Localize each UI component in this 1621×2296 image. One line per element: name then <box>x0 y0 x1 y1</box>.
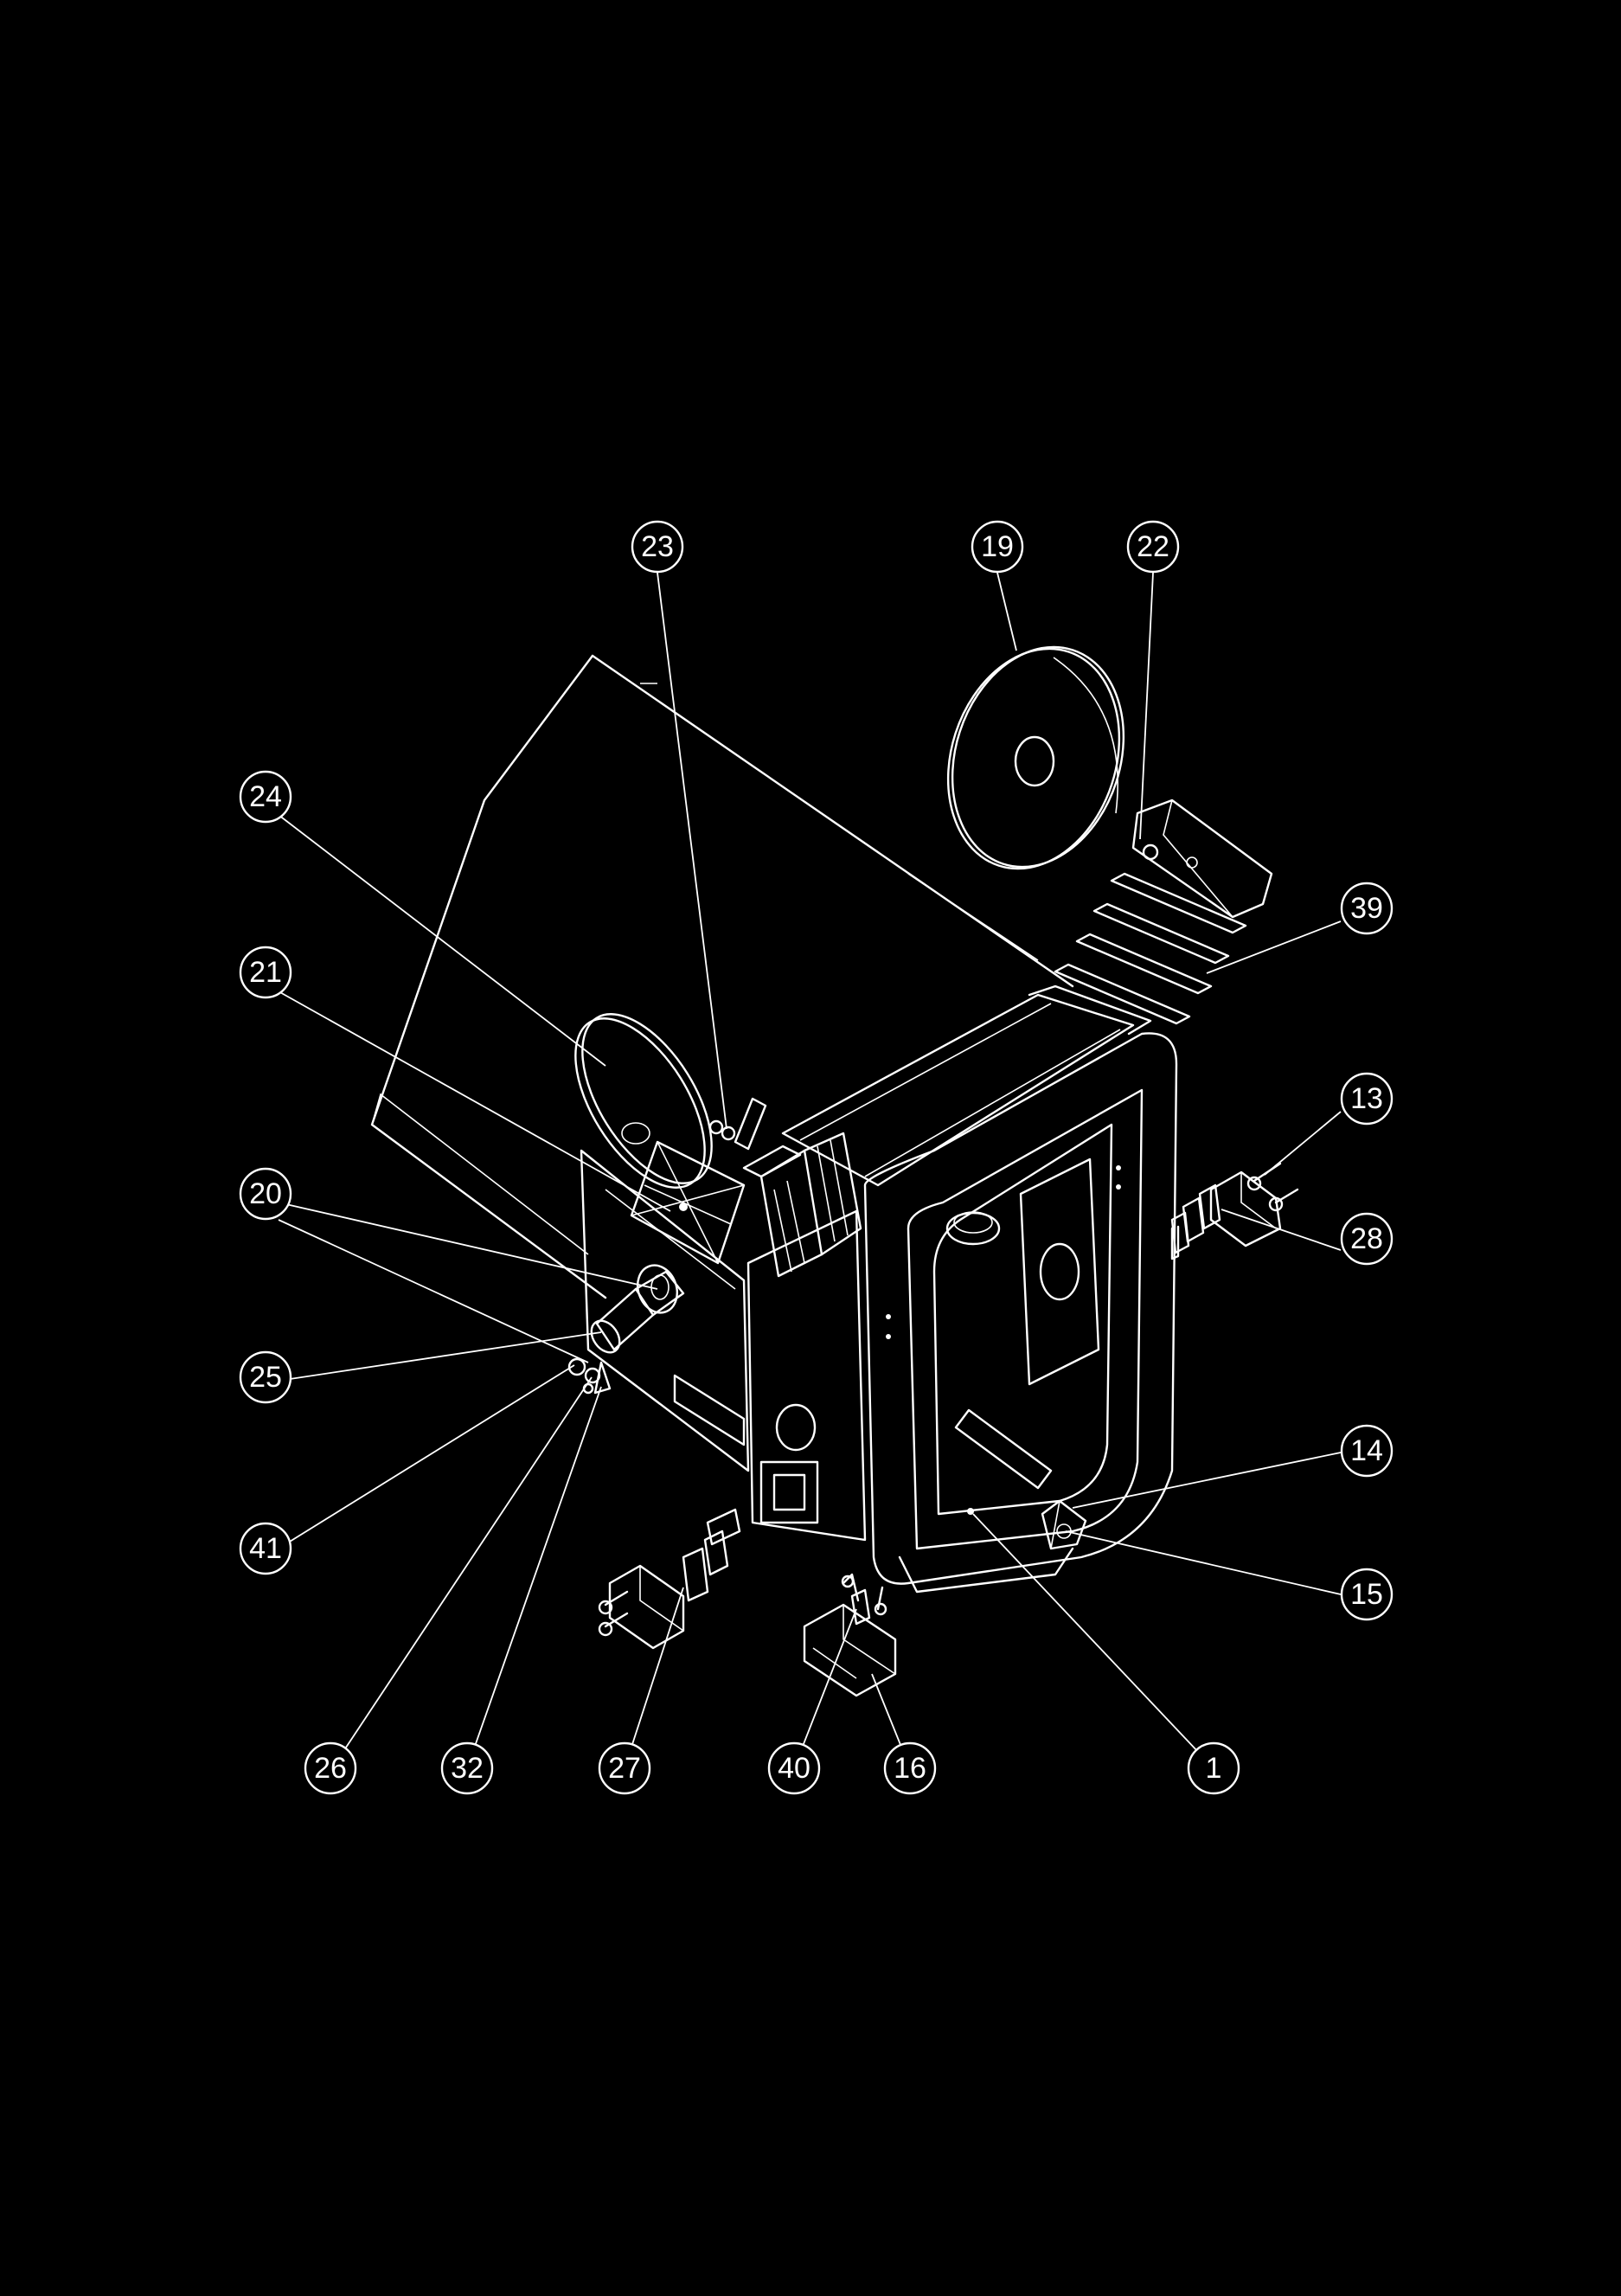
callout-15: 15 <box>1340 1568 1394 1621</box>
callout-22: 22 <box>1126 520 1180 574</box>
leader-13 <box>1264 1111 1342 1176</box>
callout-20: 20 <box>239 1167 292 1221</box>
callout-41-label: 41 <box>249 1532 282 1565</box>
leader-24 <box>278 814 606 1067</box>
callout-14-label: 14 <box>1350 1434 1383 1467</box>
leader-26 <box>331 1376 593 1769</box>
leader-40 <box>793 1608 857 1769</box>
leader-1 <box>972 1513 1214 1769</box>
pulley-housing-part <box>630 1140 746 1265</box>
center-foot-part <box>803 1573 897 1697</box>
callout-24-label: 24 <box>249 780 282 813</box>
left-foot-bracket-part <box>598 1508 741 1650</box>
callout-39: 39 <box>1340 882 1394 935</box>
shaft-bushing-part <box>590 1264 685 1354</box>
leader-21 <box>278 991 671 1212</box>
callout-19-label: 19 <box>981 530 1014 563</box>
callout-23-label: 23 <box>641 530 674 563</box>
callout-24: 24 <box>239 770 292 824</box>
callout-1: 1 <box>1187 1741 1240 1795</box>
leader-39 <box>1206 920 1342 974</box>
leader-27 <box>624 1587 684 1769</box>
callout-1-label: 1 <box>1206 1752 1222 1785</box>
callout-40: 40 <box>767 1741 821 1795</box>
callout-21: 21 <box>239 946 292 999</box>
callout-25-label: 25 <box>249 1361 282 1394</box>
spacer-plates-part <box>1054 872 1247 1025</box>
leader-22 <box>1139 572 1154 840</box>
callout-28: 28 <box>1340 1212 1394 1266</box>
leader-14 <box>1072 1452 1342 1509</box>
bellows-part <box>742 1132 862 1278</box>
right-foot-part <box>1041 1499 1087 1550</box>
leader-28 <box>1221 1209 1342 1251</box>
callout-13-label: 13 <box>1350 1082 1383 1115</box>
callout-32: 32 <box>440 1741 494 1795</box>
clamp-block-part <box>1131 798 1273 919</box>
pulley-wheel-part <box>946 645 1125 870</box>
callout-28-label: 28 <box>1350 1222 1383 1255</box>
callout-39-label: 39 <box>1350 892 1383 925</box>
callout-balloons: 23 19 22 24 39 21 13 20 <box>239 520 1394 1795</box>
leader-20 <box>278 1202 658 1290</box>
leader-lines <box>278 572 1342 1769</box>
callout-27-label: 27 <box>608 1752 641 1785</box>
callout-16: 16 <box>883 1741 937 1795</box>
callout-13: 13 <box>1340 1072 1394 1126</box>
callout-27: 27 <box>598 1741 651 1795</box>
callout-40-label: 40 <box>778 1752 810 1785</box>
leader-15 <box>1065 1530 1342 1595</box>
assembly-parts <box>370 645 1299 1697</box>
callout-41: 41 <box>239 1522 292 1575</box>
lever-handle-part <box>708 1097 767 1151</box>
leader-41 <box>278 1364 575 1549</box>
callout-19: 19 <box>971 520 1024 574</box>
callout-22-label: 22 <box>1137 530 1169 563</box>
callout-26: 26 <box>304 1741 357 1795</box>
right-bracket-part <box>1170 1162 1299 1260</box>
callout-25: 25 <box>239 1350 292 1404</box>
leader-25 <box>278 1331 602 1382</box>
callout-26-label: 26 <box>314 1752 347 1785</box>
leader-32 <box>466 1386 602 1769</box>
leader-23 <box>657 572 727 1130</box>
callout-15-label: 15 <box>1350 1578 1383 1611</box>
callout-23: 23 <box>631 520 684 574</box>
leader-19 <box>996 572 1017 651</box>
callout-32-label: 32 <box>451 1752 484 1785</box>
callout-14: 14 <box>1340 1424 1394 1478</box>
callout-21-label: 21 <box>249 956 282 989</box>
rear-guard-outline <box>370 654 1074 1299</box>
small-screws-part <box>567 1357 612 1395</box>
disc-part <box>574 1013 713 1189</box>
main-frame-part <box>580 984 1178 1594</box>
callout-20-label: 20 <box>249 1177 282 1210</box>
callout-16-label: 16 <box>894 1752 926 1785</box>
leader-20-extra <box>278 1219 589 1363</box>
